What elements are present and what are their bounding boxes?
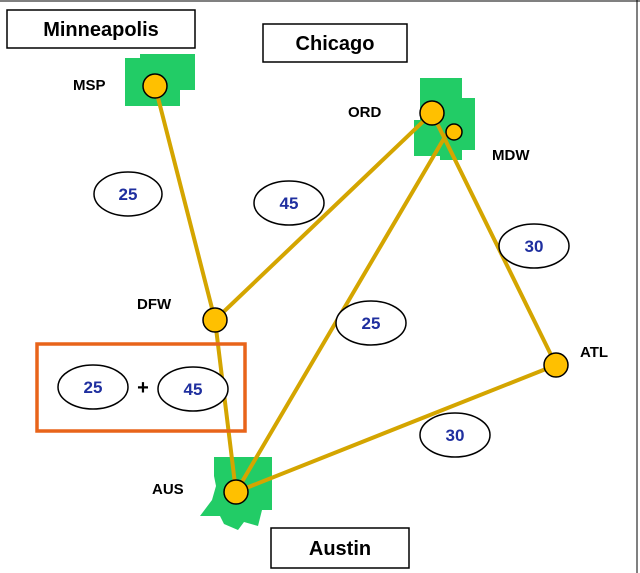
airport-aus-node [223, 479, 249, 505]
airport-label-dfw: DFW [137, 296, 172, 313]
airport-atl-node [543, 352, 569, 378]
city-box-minneapolis: Minneapolis [6, 9, 196, 49]
price-dfw-ord: 45 [253, 180, 325, 226]
airport-nodes [142, 73, 569, 505]
airport-label-mdw: MDW [492, 147, 530, 164]
city-box-chicago: Chicago [262, 23, 408, 63]
connection-first-price: 25 [57, 364, 129, 410]
airport-msp-node [142, 73, 168, 99]
airport-label-ord: ORD [348, 104, 382, 121]
price-label-ord-atl: 30 [525, 237, 544, 256]
route-dfw-aus [213, 318, 238, 494]
route-dfw-ord [213, 111, 434, 322]
price-label-ord-aus: 25 [362, 314, 381, 333]
price-ord-atl: 30 [498, 223, 570, 269]
airport-label-aus: AUS [152, 481, 184, 498]
city-label-austin: Austin [309, 538, 371, 560]
price-ord-aus: 25 [335, 300, 407, 346]
connection-first-price-label: 25 [84, 378, 103, 397]
price-atl-aus: 30 [419, 412, 491, 458]
chicago-region [414, 78, 475, 160]
airport-label-atl: ATL [580, 344, 608, 361]
city-label-minneapolis: Minneapolis [43, 19, 159, 41]
price-label-dfw-ord: 45 [280, 194, 299, 213]
price-label-msp-dfw: 25 [119, 185, 138, 204]
price-label-atl-aus: 30 [446, 426, 465, 445]
route-ord-atl [430, 111, 558, 367]
connection-second-price-label: 45 [184, 380, 203, 399]
connection-second-price: 45 [157, 366, 229, 412]
route-lines [153, 84, 558, 494]
connection-plus-sign: + [137, 377, 149, 399]
route-atl-aus [234, 363, 558, 494]
connection-total-box: 25 + 45 [35, 342, 247, 433]
city-label-chicago: Chicago [296, 33, 375, 55]
airport-mdw-node [445, 123, 463, 141]
price-msp-dfw: 25 [93, 171, 163, 217]
airport-label-msp: MSP [73, 77, 106, 94]
airport-ord-node [419, 100, 445, 126]
airport-dfw-node [202, 307, 228, 333]
route-msp-dfw [153, 84, 217, 322]
city-box-austin: Austin [270, 527, 410, 569]
